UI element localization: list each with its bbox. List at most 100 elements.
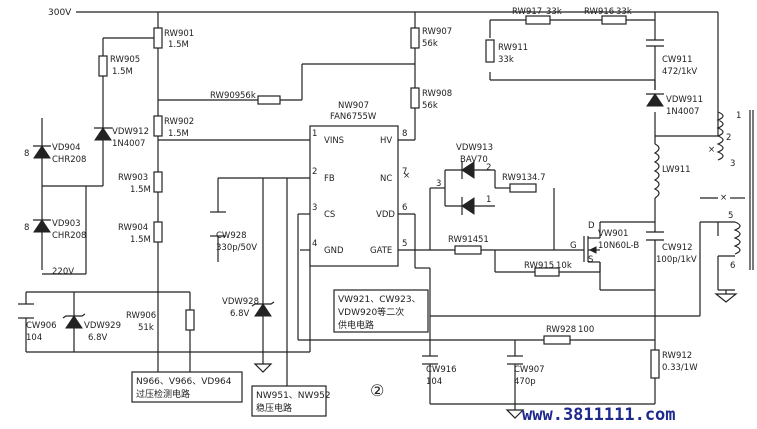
pin-number: 7 bbox=[402, 167, 407, 177]
ic-body bbox=[309, 125, 399, 267]
ground-symbol bbox=[714, 289, 738, 303]
rw915-value: 10k bbox=[556, 261, 572, 271]
svg-text:×: × bbox=[720, 193, 727, 203]
cw916-name: CW916 bbox=[426, 365, 457, 375]
regulator-note-line2: 稳压电路 bbox=[256, 402, 292, 414]
vdw929-value: 6.8V bbox=[88, 333, 108, 343]
rw902-name: RW902 bbox=[164, 117, 194, 127]
mosfet-drain-label: D bbox=[588, 221, 595, 231]
transformer: × × bbox=[700, 110, 754, 270]
transformer-pin: 1 bbox=[736, 111, 741, 121]
figure-marker: ② bbox=[370, 381, 384, 400]
ic-pin-gate: GATE bbox=[370, 246, 392, 256]
cw928-name: CW928 bbox=[216, 231, 247, 241]
lw911-name: LW911 bbox=[662, 165, 691, 175]
mosfet-gate-label: G bbox=[570, 241, 577, 251]
vw901-mosfet bbox=[583, 236, 600, 263]
bav70-diode-top bbox=[461, 161, 475, 179]
ic-pin-nc: NC bbox=[380, 174, 392, 184]
svg-text:×: × bbox=[708, 145, 715, 155]
cw906-name: CW906 bbox=[26, 321, 57, 331]
rw914-name: RW914 bbox=[448, 235, 478, 245]
vd903-name: VD903 bbox=[52, 219, 81, 229]
rw928-value: 100 bbox=[578, 325, 594, 335]
pin-number: 1 bbox=[312, 129, 317, 139]
ground-symbol bbox=[253, 358, 273, 373]
ic-nw907: NW907 FAN6755W VINS FB CS GND HV NC VDD … bbox=[309, 101, 407, 267]
cw911-capacitor bbox=[646, 39, 664, 58]
rw909-value: 56k bbox=[240, 91, 256, 101]
rw906-name: RW906 bbox=[126, 311, 156, 321]
rw908-name: RW908 bbox=[422, 89, 452, 99]
cw906-capacitor bbox=[18, 303, 34, 319]
ic-pin-gnd: GND bbox=[324, 246, 344, 256]
pin-number: 5 bbox=[402, 239, 407, 249]
supply-label: 300V bbox=[48, 8, 72, 18]
vd904-pin: 8 bbox=[24, 149, 29, 159]
transformer-pin: 2 bbox=[726, 133, 731, 143]
vdw912-name: VDW912 bbox=[112, 127, 149, 137]
svg-text:×: × bbox=[403, 171, 410, 181]
rw914-value: 51 bbox=[478, 235, 489, 245]
rw902-resistor bbox=[153, 115, 163, 137]
rw912-resistor bbox=[650, 349, 660, 379]
pin-number: 2 bbox=[312, 167, 317, 177]
rw911-resistor bbox=[485, 39, 495, 63]
pin-number: 8 bbox=[402, 129, 407, 139]
rw917-value: 33k bbox=[546, 7, 562, 17]
bav70-pin3: 3 bbox=[436, 179, 441, 189]
rw901-value: 1.5M bbox=[168, 40, 189, 50]
regulator-note-line1: NW951、NW952 bbox=[256, 391, 331, 401]
rw902-value: 1.5M bbox=[168, 129, 189, 139]
vdw913-name: VDW913 bbox=[456, 143, 493, 153]
rw905-resistor bbox=[98, 55, 108, 77]
vdw929-name: VDW929 bbox=[84, 321, 121, 331]
transformer-pin: 3 bbox=[730, 159, 735, 169]
diodes bbox=[33, 93, 664, 329]
rw907-value: 56k bbox=[422, 39, 438, 49]
rw903-value: 1.5M bbox=[130, 185, 151, 195]
rw904-value: 1.5M bbox=[130, 235, 151, 245]
pin-number: 6 bbox=[402, 203, 407, 213]
rw915-name: RW915 bbox=[524, 261, 554, 271]
cw912-value: 100p/1kV bbox=[656, 255, 697, 265]
lw911-inductor bbox=[653, 143, 660, 199]
vdw929-zener bbox=[62, 313, 86, 329]
rw917-name: RW917 bbox=[512, 7, 542, 17]
rw914-resistor bbox=[454, 245, 482, 255]
transformer-pin: 6 bbox=[730, 261, 735, 271]
ic-pin-cs: CS bbox=[324, 210, 335, 220]
pin-number: 3 bbox=[312, 203, 317, 213]
rw904-resistor bbox=[153, 221, 163, 243]
secondary-note-box bbox=[333, 289, 429, 333]
rw916-name: RW916 bbox=[584, 7, 614, 17]
rw928-resistor bbox=[543, 335, 571, 345]
vdw912-diode bbox=[94, 127, 112, 141]
wires bbox=[25, 11, 735, 405]
vw901-value: 10N60L-B bbox=[598, 241, 639, 251]
rw912-value: 0.33/1W bbox=[662, 363, 698, 373]
bav70-pin2: 2 bbox=[486, 163, 491, 173]
cw912-name: CW912 bbox=[662, 243, 693, 253]
rw913-name: RW913 bbox=[502, 173, 532, 183]
overvoltage-note-line1: N966、V966、VD964 bbox=[136, 377, 232, 387]
cw928-value: 330p/50V bbox=[216, 243, 257, 253]
secondary-note-line3: 供电电路 bbox=[338, 319, 374, 331]
vw901-name: VW901 bbox=[598, 229, 628, 239]
overvoltage-note-line2: 过压检测电路 bbox=[136, 388, 190, 400]
vdw928-name: VDW928 bbox=[222, 297, 259, 307]
vdw911-name: VDW911 bbox=[666, 95, 703, 105]
ic-pin-vins: VINS bbox=[324, 136, 344, 146]
pin-number: 4 bbox=[312, 239, 317, 249]
cw906-value: 104 bbox=[26, 333, 42, 343]
resistors bbox=[98, 15, 660, 379]
vdw911-diode bbox=[646, 93, 664, 107]
note-boxes: N966、V966、VD964 过压检测电路 NW951、NW952 稳压电路 … bbox=[131, 289, 429, 417]
rw916-value: 33k bbox=[616, 7, 632, 17]
rw913-value: 4.7 bbox=[532, 173, 546, 183]
ground-symbol bbox=[505, 404, 525, 419]
rw901-resistor bbox=[153, 27, 163, 49]
ic-pin-vdd: VDD bbox=[376, 210, 395, 220]
rw907-name: RW907 bbox=[422, 27, 452, 37]
